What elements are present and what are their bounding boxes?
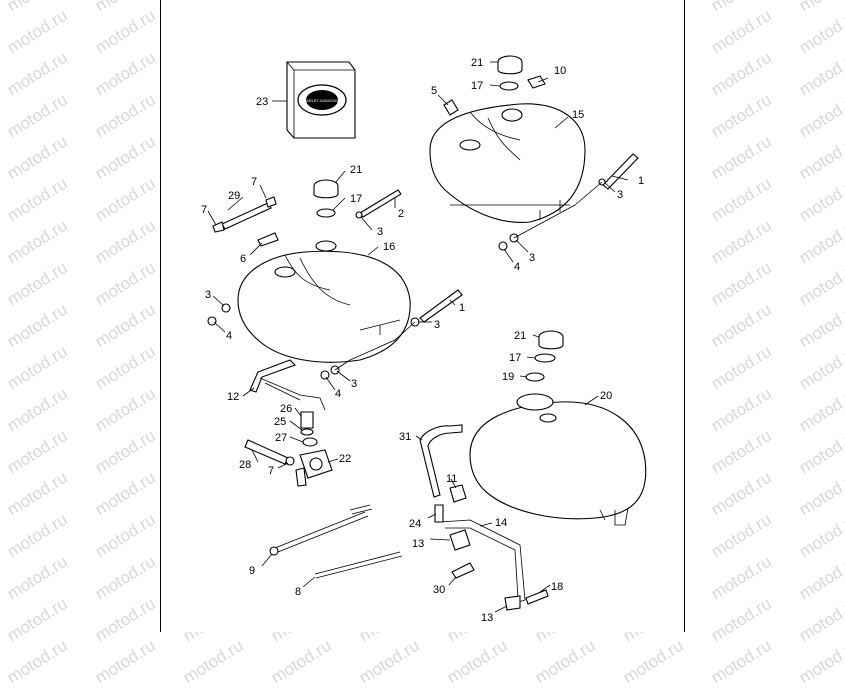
callout-4: 4	[335, 388, 341, 400]
watermark-text: motod.ru	[443, 635, 511, 688]
part-18-fitting	[525, 589, 549, 605]
callout-13: 13	[481, 612, 493, 624]
part-4-nut-upper	[498, 241, 508, 251]
callout-22: 22	[339, 453, 351, 465]
part-21-cap-middle	[313, 179, 339, 199]
part-3-washer-a	[355, 211, 363, 219]
callout-8: 8	[295, 586, 301, 598]
callout-3: 3	[434, 319, 440, 331]
callout-7: 7	[268, 465, 274, 477]
watermark-text: motod.ru	[619, 635, 687, 688]
part-21-cap-upper	[497, 55, 523, 75]
callout-20: 20	[600, 390, 612, 402]
callout-4: 4	[514, 261, 520, 273]
watermark-text: motod.ru	[91, 635, 159, 688]
part-20-fuel-tank	[469, 393, 647, 526]
part-29-hose	[212, 196, 277, 233]
part-23-logo-text: HARLEY-DAVIDSON	[303, 98, 341, 103]
parts-diagram: HARLEY-DAVIDSON	[201, 55, 647, 624]
part-23-instruction-box: HARLEY-DAVIDSON	[286, 61, 356, 139]
callout-31: 31	[399, 431, 411, 443]
part-15-fuel-tank	[429, 103, 586, 223]
callout-13: 13	[412, 538, 424, 550]
watermark-text: motod.ru	[267, 635, 335, 688]
part-6-clip	[257, 232, 279, 247]
callout-21: 21	[350, 164, 362, 176]
callout-30: 30	[433, 584, 445, 596]
part-30-filter	[451, 562, 475, 579]
callout-17: 17	[471, 80, 483, 92]
callout-21: 21	[471, 57, 483, 69]
callout-7: 7	[251, 176, 257, 188]
watermark-text: motod.ru	[707, 635, 775, 688]
watermark-text: motod.ru	[795, 635, 845, 688]
part-10-clip	[527, 75, 546, 89]
callout-25: 25	[274, 416, 286, 428]
callout-1: 1	[459, 302, 465, 314]
watermark-text: motod.ru	[3, 635, 71, 688]
callout-29: 29	[228, 190, 240, 202]
callout-19: 19	[502, 371, 514, 383]
callout-3: 3	[377, 226, 383, 238]
callout-1: 1	[638, 175, 644, 187]
callout-17: 17	[509, 352, 521, 364]
watermark-text: motod.ru	[355, 635, 423, 688]
callout-27: 27	[275, 432, 287, 444]
part-11-clip	[449, 484, 467, 503]
part-31-vent-hose	[419, 424, 463, 498]
callout-11: 11	[446, 473, 457, 485]
part-19-seal	[525, 372, 545, 382]
callout-26: 26	[280, 403, 292, 415]
callout-numbers: 23 21 17 10 5 15 1 3 3 4 21 7 29 17 2 7 …	[201, 57, 644, 624]
callout-3: 3	[351, 378, 357, 390]
part-17-gasket-upper	[499, 81, 519, 91]
part-13-clamp-lower	[504, 595, 521, 611]
callout-3: 3	[205, 289, 211, 301]
part-25-gasket	[300, 428, 314, 436]
callout-23: 23	[256, 96, 268, 108]
part-17-gasket-middle	[316, 208, 336, 218]
callout-14: 14	[495, 517, 507, 529]
part-14-fuel-hose-edge	[445, 527, 519, 599]
callout-2: 2	[398, 208, 404, 220]
callout-3: 3	[529, 252, 535, 264]
part-17-gasket-lower	[534, 353, 556, 363]
part-14-fuel-hose	[439, 519, 526, 605]
callout-4: 4	[226, 330, 232, 342]
watermark-text: motod.ru	[179, 635, 247, 688]
callout-15: 15	[572, 109, 584, 121]
part-4-nut-b	[207, 316, 217, 326]
part-22-petcock	[295, 449, 333, 487]
callout-7: 7	[201, 204, 207, 216]
part-4-nut-c	[320, 370, 330, 380]
part-9-rod	[269, 504, 373, 556]
part-27-nut	[302, 437, 318, 447]
callout-12: 12	[227, 391, 239, 403]
watermark-text: motod.ru	[531, 635, 599, 688]
part-16-fuel-tank	[237, 240, 411, 363]
part-28-hose	[244, 439, 289, 465]
part-26-fitting	[300, 411, 314, 429]
callout-18: 18	[551, 581, 563, 593]
callout-9: 9	[249, 565, 255, 577]
callout-10: 10	[554, 65, 566, 77]
callout-17: 17	[350, 193, 362, 205]
part-13-clamp-upper	[449, 529, 471, 551]
callout-16: 16	[383, 241, 395, 253]
part-12-fuel-line	[249, 359, 326, 411]
callout-24: 24	[409, 518, 421, 530]
part-5-clip	[443, 99, 459, 116]
part-21-cap-lower	[538, 330, 564, 350]
part-1-bolt-middle	[419, 289, 463, 323]
callout-6: 6	[240, 253, 246, 265]
part-8-rod	[314, 551, 403, 579]
callout-3: 3	[617, 189, 623, 201]
callout-28: 28	[239, 459, 251, 471]
part-1-bolt-upper	[598, 153, 639, 190]
leader-lines	[207, 61, 629, 613]
callout-5: 5	[431, 85, 437, 97]
part-24-fitting	[434, 504, 444, 523]
callout-21: 21	[514, 330, 526, 342]
